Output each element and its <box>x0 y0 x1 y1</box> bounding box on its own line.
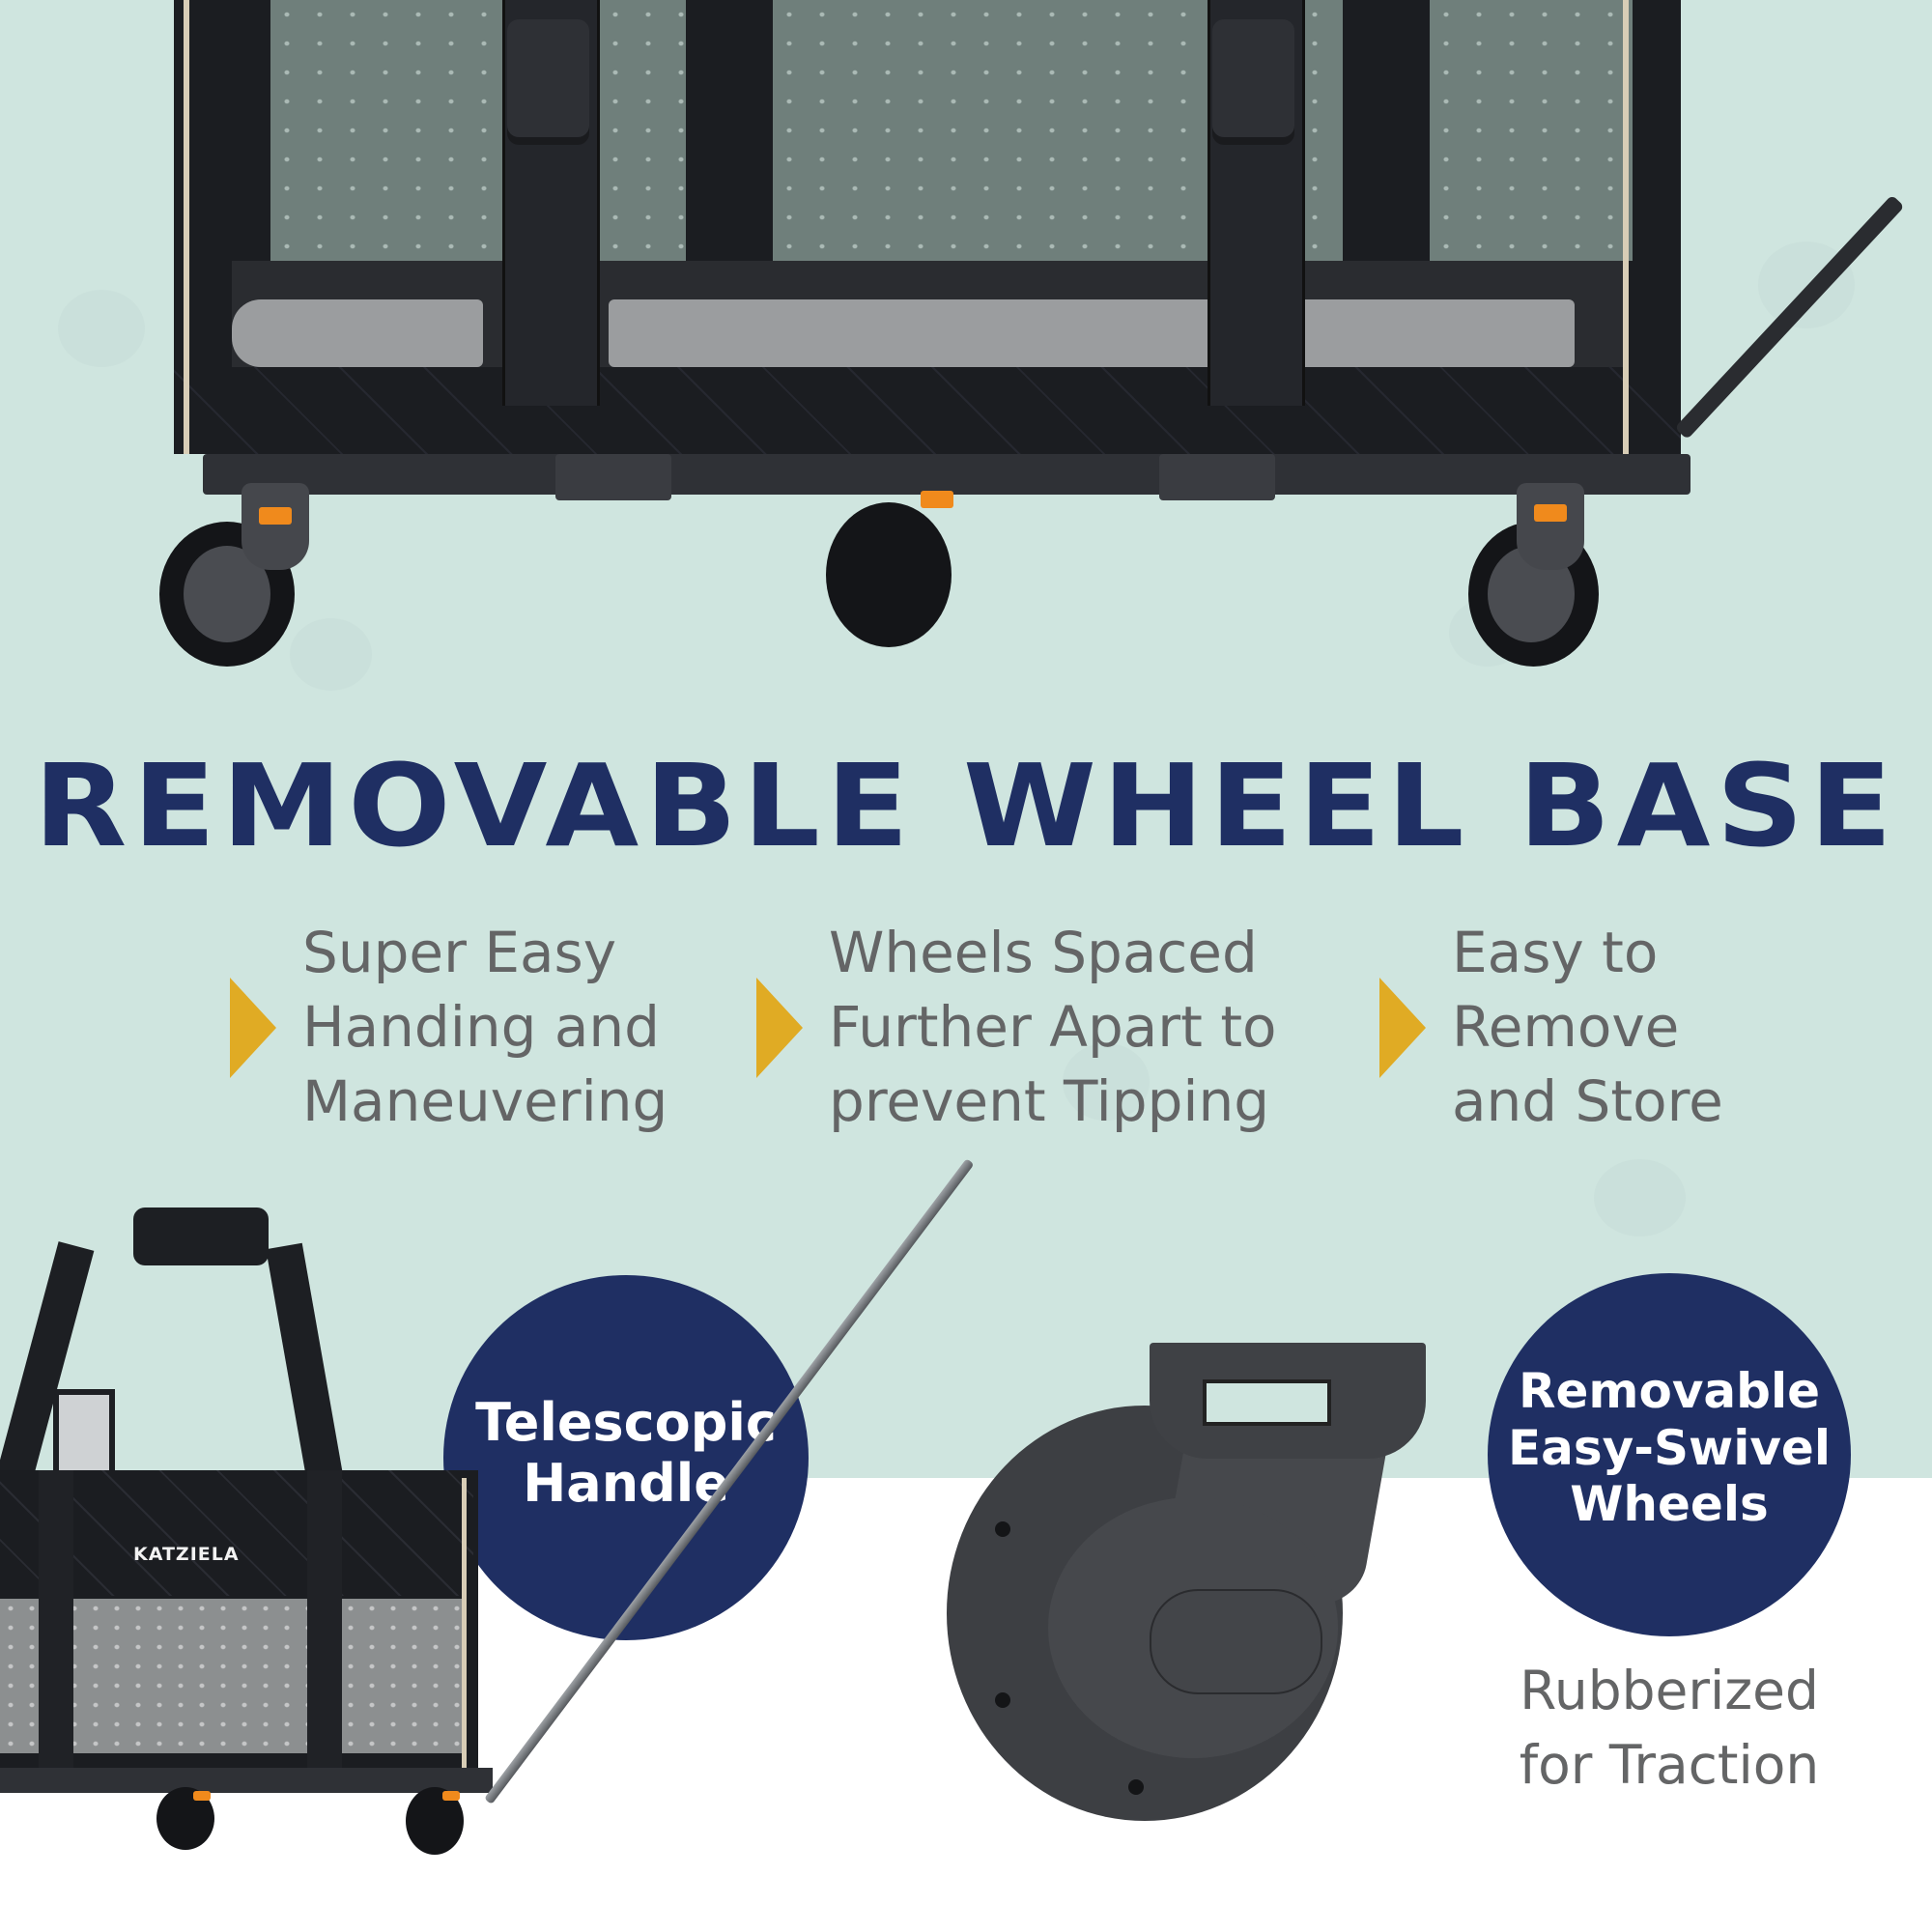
foam-pad <box>232 299 483 367</box>
badge-line: Removable <box>1518 1363 1821 1420</box>
quilted-base <box>174 367 1681 454</box>
traction-caption: Rubberized for Traction <box>1476 1654 1862 1803</box>
mesh-panel <box>270 0 686 261</box>
chevron-right-icon <box>1379 978 1426 1078</box>
wheel-fork <box>242 483 309 570</box>
wheel-base-frame <box>203 454 1690 495</box>
wheel-lock-icon <box>1534 504 1567 522</box>
wheel-fork <box>1517 483 1584 570</box>
carrier-top-product-image <box>155 0 1905 676</box>
foam-pad <box>609 299 1575 367</box>
carrier-bottom-product-image <box>0 1208 541 1932</box>
feature-line: Easy to <box>1452 920 1659 985</box>
frame-clip <box>555 454 671 500</box>
axle-cap <box>1150 1589 1322 1694</box>
mesh-panel <box>1430 0 1633 261</box>
feature-line: Maneuvering <box>302 1068 668 1134</box>
piping-trim <box>184 0 189 454</box>
strap <box>307 1470 342 1789</box>
badge-line: Wheels <box>1570 1476 1769 1533</box>
paw-print-decoration <box>58 290 145 367</box>
swivel-wheel-closeup <box>927 1323 1468 1826</box>
paw-print-decoration <box>1063 1043 1150 1121</box>
feature-text: Wheels Spaced Further Apart to prevent T… <box>829 916 1277 1139</box>
quilted-panel <box>0 1470 473 1596</box>
paw-print-decoration <box>1594 1159 1686 1236</box>
badge-line: Telescopic <box>475 1391 777 1453</box>
piping-trim <box>462 1478 467 1768</box>
feature-line: Wheels Spaced <box>829 920 1258 985</box>
feature-text: Super Easy Handing and Maneuvering <box>302 916 668 1139</box>
page-title: REMOVABLE WHEEL BASE <box>34 739 1898 872</box>
chevron-right-icon <box>230 978 276 1078</box>
carry-handle <box>133 1208 269 1265</box>
bolt <box>995 1521 1010 1537</box>
feature-line: Remove <box>1452 994 1680 1060</box>
wheel-lock-icon <box>442 1791 460 1801</box>
wheel-lock-icon <box>193 1791 211 1801</box>
wheel-lock-icon <box>921 491 953 508</box>
badge-line: Easy-Swivel <box>1508 1419 1831 1476</box>
mesh-panel <box>0 1599 464 1753</box>
feature-line: Super Easy <box>302 920 617 985</box>
feature-line: and Store <box>1452 1068 1723 1134</box>
wheel-icon <box>826 502 952 647</box>
strap <box>1208 0 1305 406</box>
piping-trim <box>1623 0 1629 454</box>
caption-line: for Traction <box>1519 1734 1820 1796</box>
brand-logo: KATZIELA <box>133 1544 240 1565</box>
strap <box>39 1470 73 1789</box>
chevron-right-icon <box>756 978 803 1078</box>
paw-print-decoration <box>290 618 372 691</box>
swivel-wheels-badge: Removable Easy-Swivel Wheels <box>1488 1273 1851 1636</box>
strap <box>502 0 600 406</box>
wheel-base-frame <box>0 1768 493 1793</box>
feature-line: prevent Tipping <box>829 1068 1270 1134</box>
frame-clip <box>1159 454 1275 500</box>
bolt <box>995 1692 1010 1708</box>
buckle-icon <box>1212 19 1294 145</box>
release-slot <box>1203 1379 1331 1426</box>
feature-text: Easy to Remove and Store <box>1452 916 1723 1139</box>
feature-line: Further Apart to <box>829 994 1277 1060</box>
bolt <box>1128 1779 1144 1795</box>
buckle-icon <box>507 19 589 145</box>
feature-line: Handing and <box>302 994 660 1060</box>
badge-line: Handle <box>523 1453 729 1514</box>
caption-line: Rubberized <box>1520 1660 1819 1721</box>
wheel-lock-icon <box>259 507 292 525</box>
